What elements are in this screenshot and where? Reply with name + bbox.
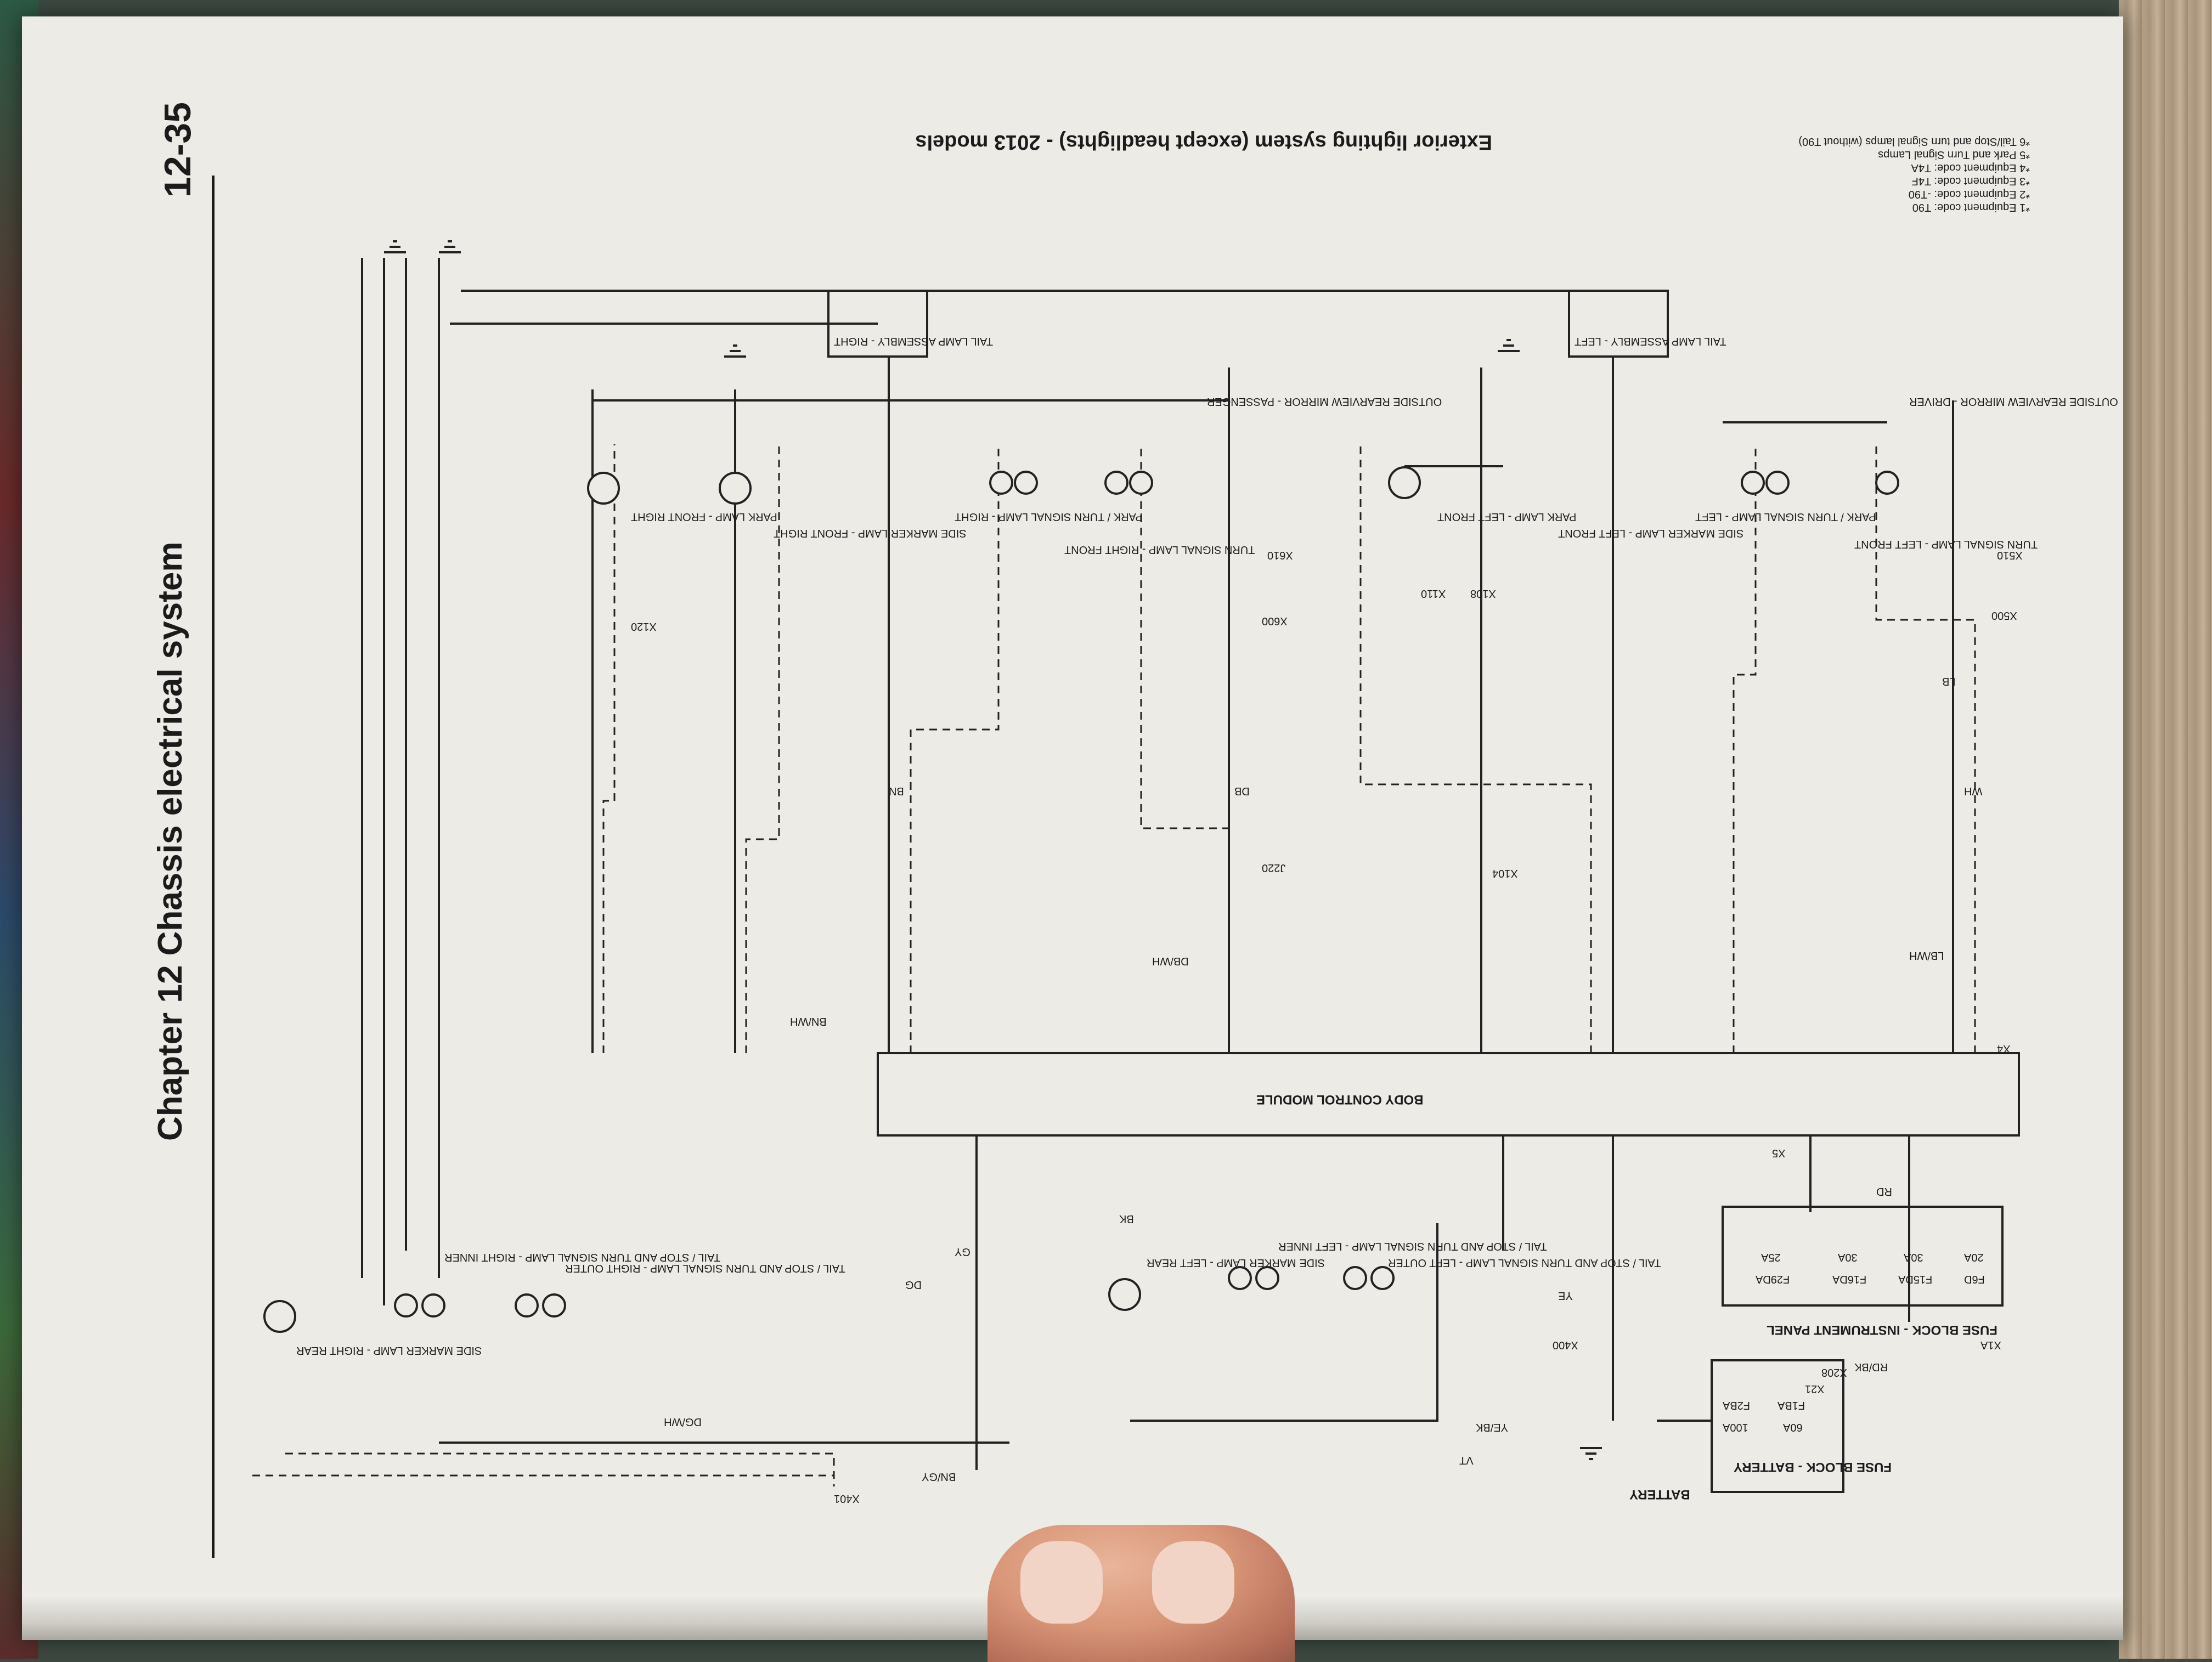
mirror-driver-label: OUTSIDE REARVIEW MIRROR - DRIVER bbox=[1909, 395, 2118, 408]
mirror-passenger-label: OUTSIDE REARVIEW MIRROR - PASSENGER bbox=[1207, 395, 1442, 408]
connector-label: X1A bbox=[1980, 1339, 2001, 1351]
header-rule bbox=[187, 176, 215, 1558]
wire-color-label: LB/WH bbox=[1909, 949, 1944, 962]
connector-label: X208 bbox=[1821, 1366, 1847, 1378]
bcm-label: BODY CONTROL MODULE bbox=[1256, 1092, 1424, 1107]
connector-label: X4 bbox=[1997, 1043, 2011, 1055]
park-turn-left-label: PARK / TURN SIGNAL LAMP - LEFT bbox=[1695, 511, 1876, 523]
connector-label: X104 bbox=[1492, 867, 1518, 879]
wire-color-label: DG bbox=[905, 1279, 922, 1291]
fuse-label: F15DA bbox=[1898, 1273, 1933, 1285]
connector-label: J220 bbox=[1262, 862, 1286, 874]
fuse-label: F1BA bbox=[1778, 1399, 1805, 1411]
wire-color-label: DB bbox=[1234, 785, 1250, 797]
fuse-label: F16DA bbox=[1832, 1273, 1867, 1285]
tail-stop-left-inner-label: TAIL / STOP AND TURN SIGNAL LAMP - LEFT … bbox=[1278, 1240, 1547, 1252]
fuse-label: F2BA bbox=[1723, 1399, 1751, 1411]
fuse-rating: 100A bbox=[1723, 1421, 1748, 1433]
wire-color-label: LB bbox=[1942, 675, 1956, 687]
side-marker-left-rear-label: SIDE MARKER LAMP - LEFT REAR bbox=[1147, 1257, 1325, 1269]
wire-color-label: DB/WH bbox=[1152, 955, 1189, 967]
wire-color-label: BK bbox=[1119, 1213, 1134, 1225]
fuse-block-battery-box bbox=[1711, 1359, 1844, 1493]
wire-color-label: GY bbox=[955, 1246, 970, 1258]
side-marker-left-front-label: SIDE MARKER LAMP - LEFT FRONT bbox=[1558, 527, 1744, 539]
bcm-box bbox=[877, 1052, 2020, 1137]
connector-label: X108 bbox=[1470, 587, 1496, 600]
wire-color-label: BN/GY bbox=[922, 1471, 956, 1483]
fuse-rating: 30A bbox=[1904, 1251, 1923, 1263]
side-marker-right-rear-label: SIDE MARKER LAMP - RIGHT REAR bbox=[296, 1344, 482, 1356]
tail-stop-left-outer-label: TAIL / STOP AND TURN SIGNAL LAMP - LEFT … bbox=[1388, 1257, 1661, 1269]
connector-label: X510 bbox=[1997, 549, 2023, 561]
tail-lamp-right-label: TAIL LAMP ASSEMBLY - RIGHT bbox=[834, 335, 994, 347]
side-marker-right-front-label: SIDE MARKER LAMP - FRONT RIGHT bbox=[774, 527, 967, 539]
wire-color-label: RD bbox=[1876, 1185, 1892, 1197]
connector-label: X610 bbox=[1267, 549, 1293, 561]
thumbnail bbox=[1020, 1541, 1103, 1624]
connector-label: X120 bbox=[631, 620, 657, 632]
fuse-rating: 20A bbox=[1964, 1251, 1984, 1263]
wire-color-label: VT bbox=[1459, 1454, 1474, 1466]
connector-label: X400 bbox=[1553, 1339, 1578, 1351]
wire-color-label: YE/BK bbox=[1476, 1421, 1508, 1433]
thumbnail bbox=[1152, 1541, 1234, 1624]
fuse-label: F6D bbox=[1964, 1273, 1985, 1285]
connector-label: X500 bbox=[1991, 609, 2017, 621]
park-left-front-label: PARK LAMP - LEFT FRONT bbox=[1437, 511, 1577, 523]
connector-label: X21 bbox=[1805, 1383, 1825, 1395]
battery-label: BATTERY bbox=[1629, 1487, 1690, 1502]
wire-color-label: WH bbox=[1964, 785, 1983, 797]
wire-color-label: RD/BK bbox=[1854, 1361, 1888, 1373]
fuse-rating: 30A bbox=[1838, 1251, 1858, 1263]
connector-label: X600 bbox=[1262, 615, 1288, 627]
turn-right-front-label: TURN SIGNAL LAMP - RIGHT FRONT bbox=[1064, 544, 1255, 556]
wire-color-label: BN bbox=[889, 785, 904, 797]
manual-page: Chapter 12 Chassis electrical system 12-… bbox=[22, 16, 2123, 1640]
fuse-block-battery-label: FUSE BLOCK - BATTERY bbox=[1734, 1460, 1892, 1474]
wire-color-label: DG/WH bbox=[664, 1416, 702, 1428]
connector-label: X110 bbox=[1421, 587, 1446, 600]
tail-stop-right-inner-label: TAIL / STOP AND TURN SIGNAL LAMP - RIGHT… bbox=[444, 1251, 721, 1263]
fuse-block-instrument-label: FUSE BLOCK - INSTRUMENT PANEL bbox=[1767, 1322, 1997, 1337]
fuse-block-instrument-box bbox=[1722, 1206, 2004, 1307]
fuse-label: F29DA bbox=[1756, 1273, 1790, 1285]
park-right-front-label: PARK LAMP - FRONT RIGHT bbox=[631, 511, 777, 523]
connector-label: X5 bbox=[1772, 1147, 1786, 1159]
connector-label: X401 bbox=[834, 1493, 860, 1505]
park-turn-right-label: PARK / TURN SIGNAL LAMP - RIGHT bbox=[955, 511, 1143, 523]
fuse-rating: 60A bbox=[1783, 1421, 1803, 1433]
tail-lamp-left-label: TAIL LAMP ASSEMBLY - LEFT bbox=[1575, 335, 1726, 347]
fuse-rating: 25A bbox=[1761, 1251, 1781, 1263]
tail-stop-right-outer-label: TAIL / STOP AND TURN SIGNAL LAMP - RIGHT… bbox=[565, 1262, 845, 1274]
wire-color-label: YE bbox=[1558, 1290, 1573, 1302]
wiring-diagram bbox=[252, 240, 2020, 1493]
background-right bbox=[2119, 0, 2212, 1659]
thumb-photo bbox=[988, 1525, 1295, 1662]
wire-color-label: BN/WH bbox=[790, 1015, 827, 1027]
